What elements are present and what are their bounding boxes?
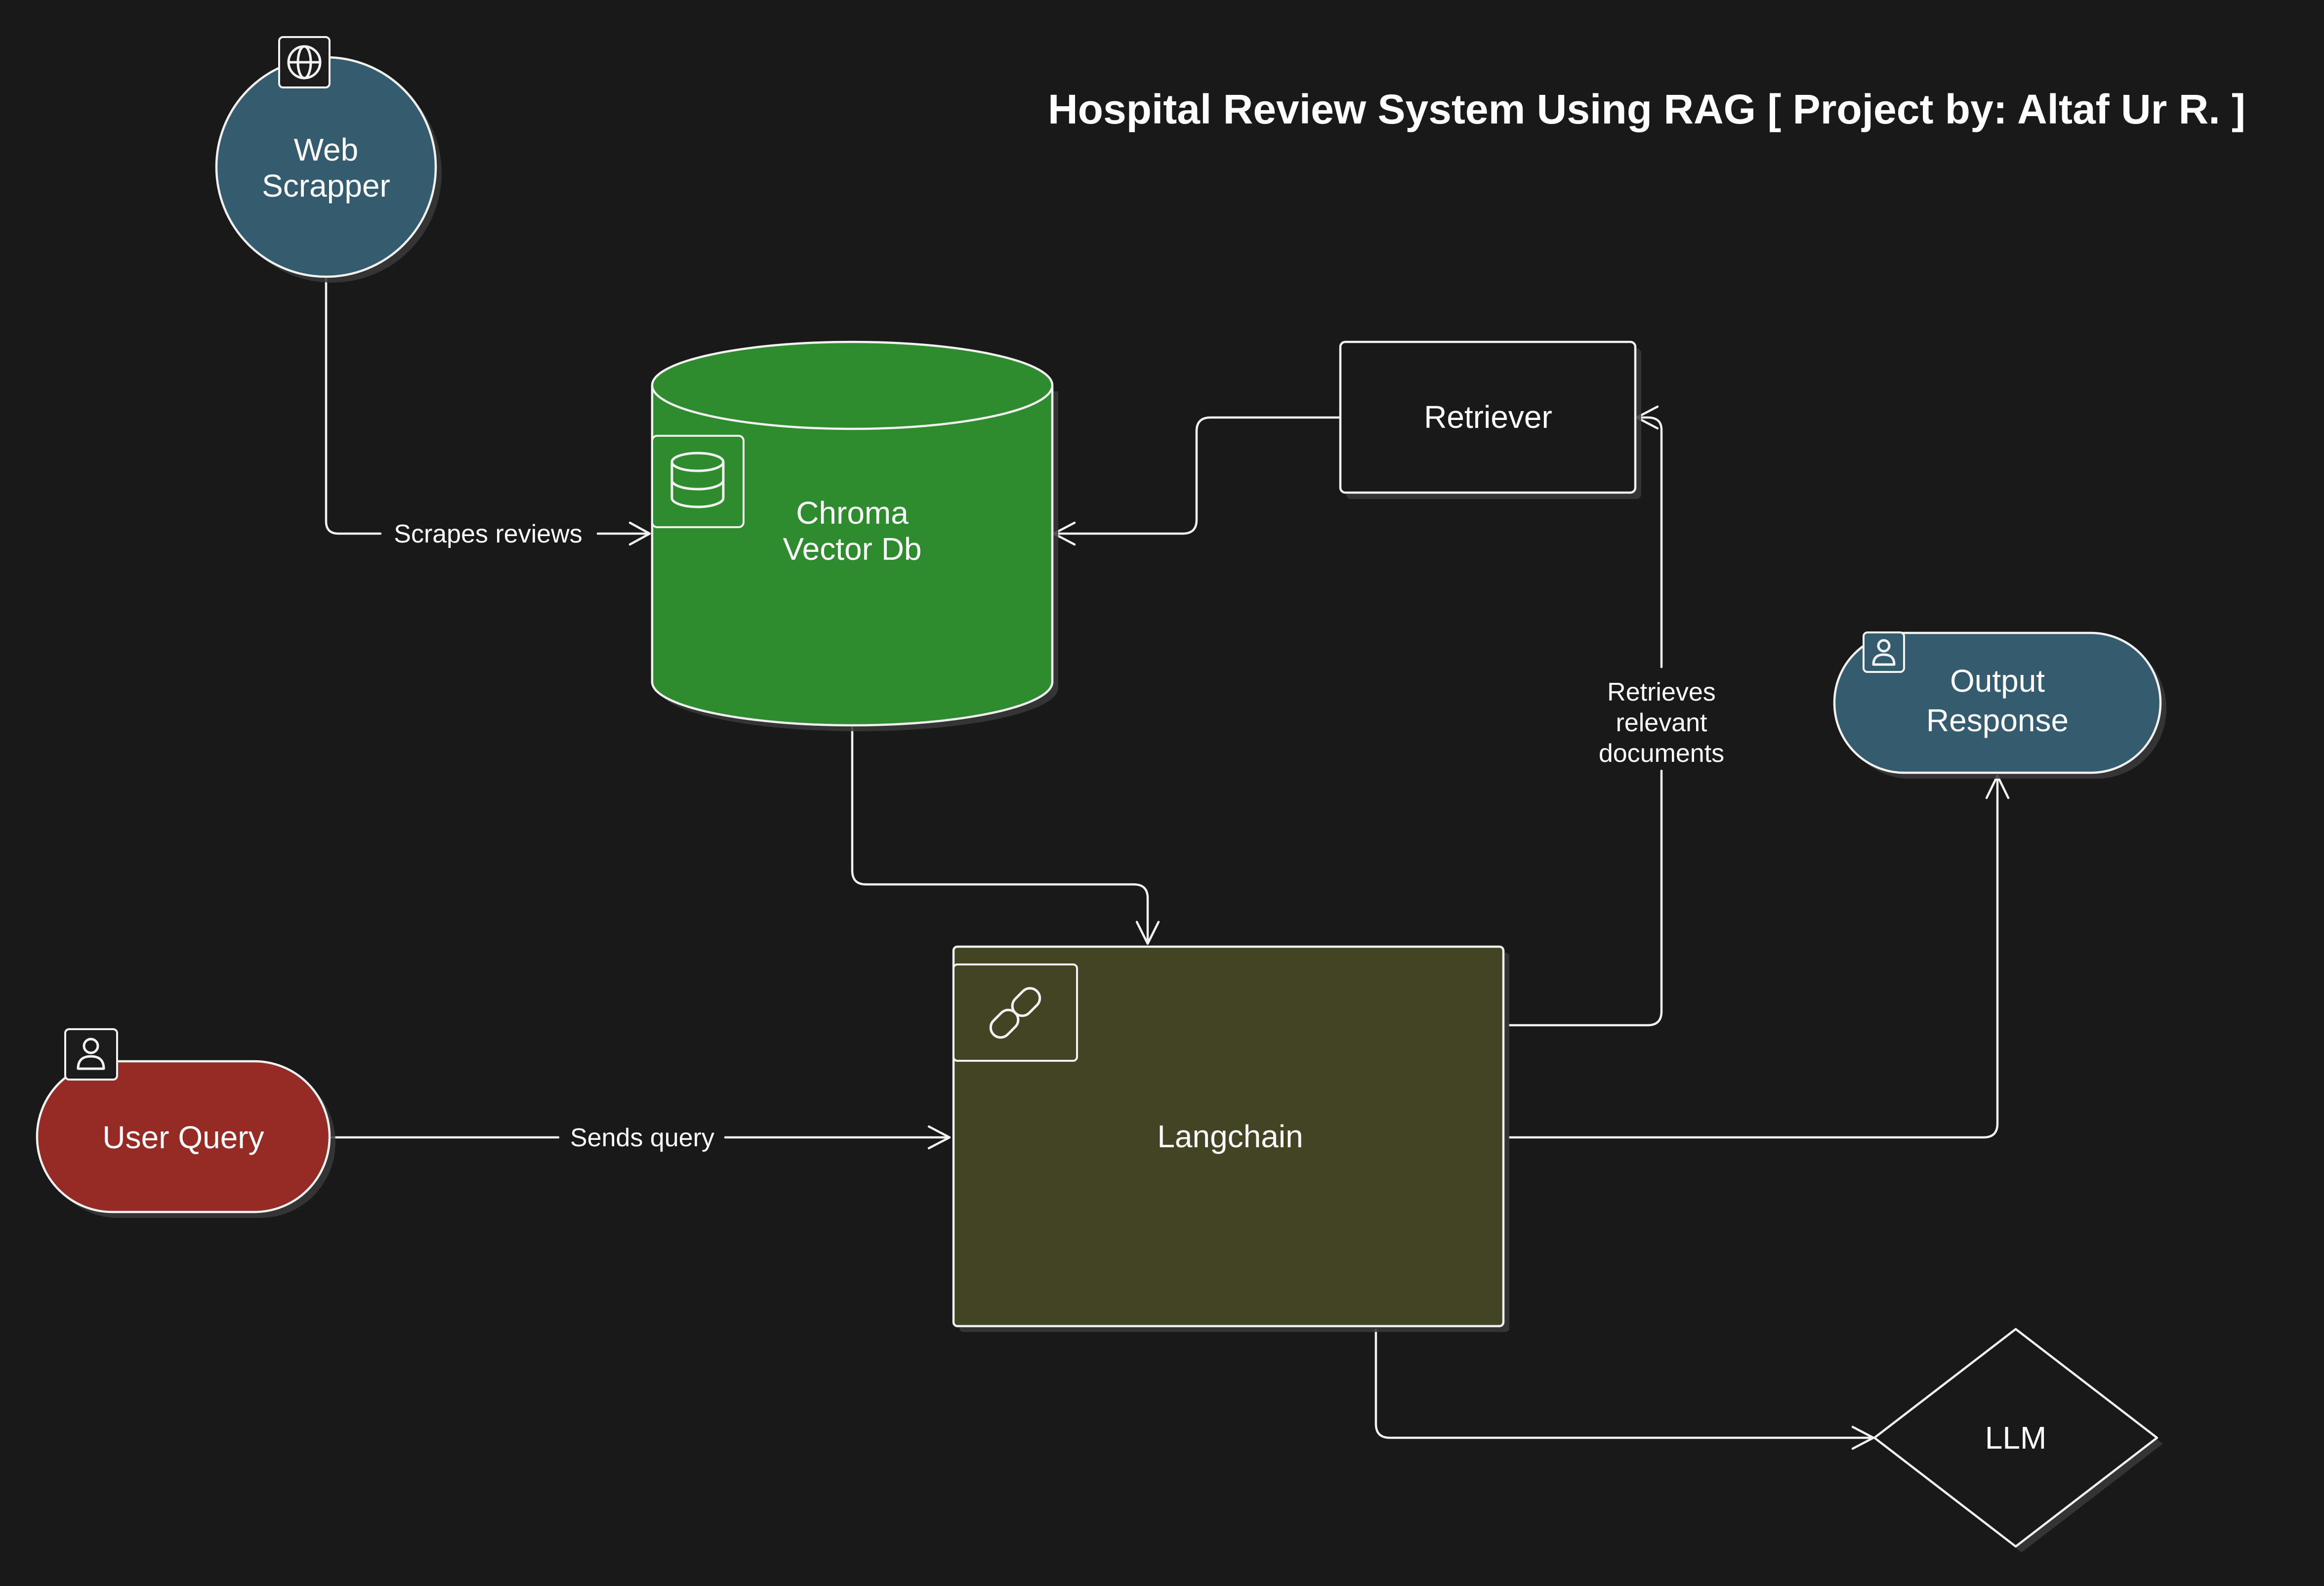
edge-chroma-to-langchain[interactable] [851,726,1160,945]
retriever-label: Retriever [1424,399,1552,435]
chroma-label-2: Vector Db [783,531,921,567]
edge-sends-query[interactable]: Sends query [329,1124,951,1152]
output-response-label-2: Response [1926,703,2069,738]
edge-label-sends: Sends query [570,1124,714,1152]
edge-scrapes-reviews[interactable]: Scrapes reviews [325,278,651,548]
retriever-box [1339,340,1637,494]
diagram-title: Hospital Review System Using RAG [ Proje… [1048,86,2245,132]
web-scrapper-label-1: Web [294,132,358,167]
langchain-label: Langchain [1157,1119,1303,1154]
edge-label-retrieves-3: documents [1599,739,1724,768]
chroma-cylinder-top [651,340,1054,430]
user-query-label: User Query [102,1120,264,1155]
edge-label-retrieves-1: Retrieves [1607,678,1716,707]
web-scrapper-label-2: Scrapper [262,168,390,204]
edge-langchain-to-retriever[interactable]: Retrieves relevant documents [1508,405,1724,1027]
user-icon [1863,631,1905,673]
user-icon [64,1028,118,1081]
globe-icon [278,36,331,88]
link-icon [953,963,1078,1062]
edge-langchain-to-llm[interactable] [1374,1329,1875,1450]
node-llm[interactable]: LLM [1873,1328,2163,1552]
edge-retriever-to-chroma[interactable] [1052,416,1340,546]
output-response-label-1: Output [1950,663,2045,699]
node-web-scrapper[interactable]: Web Scrapper [215,36,442,283]
database-icon [651,435,745,528]
node-user-query[interactable]: User Query [36,1028,335,1218]
node-output-response[interactable]: Output Response [1833,631,2166,779]
edge-label-scrapes: Scrapes reviews [394,520,582,548]
edge-langchain-to-output[interactable] [1508,774,2010,1139]
node-chroma-vector-db[interactable]: Chroma Vector Db [651,340,1058,731]
edge-label-retrieves-2: relevant [1616,709,1708,737]
chroma-cylinder-body [651,385,1054,727]
node-retriever[interactable]: Retriever [1339,340,1641,499]
langchain-box [952,945,1505,1328]
node-langchain[interactable]: Langchain [952,945,1509,1332]
chroma-label-1: Chroma [796,495,909,531]
llm-diamond [1873,1328,2158,1548]
output-response-pill [1833,631,2162,774]
llm-label: LLM [1985,1420,2047,1456]
user-query-pill [36,1060,331,1213]
